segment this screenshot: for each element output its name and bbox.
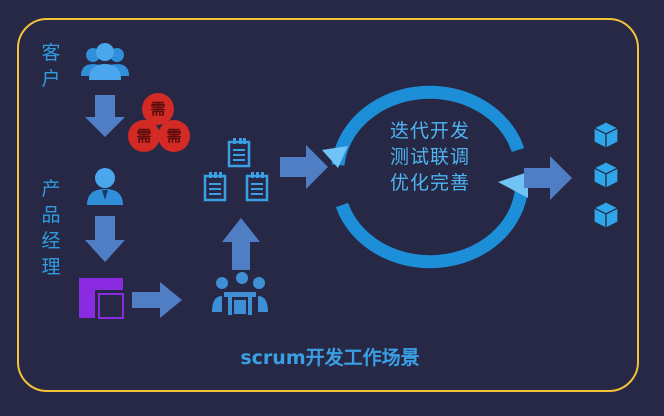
product-increment-icon	[592, 121, 620, 229]
iteration-cycle-icon	[322, 85, 529, 269]
diagram-frame	[17, 18, 639, 392]
arrow-cycle-to-output	[524, 156, 572, 200]
demand-bubble: 需	[128, 120, 160, 152]
demand-bubble: 需	[158, 120, 190, 152]
arrow-backlog-to-team	[132, 282, 182, 318]
arrow-customer-to-pm	[85, 95, 125, 137]
diagram-title: scrum开发工作场景	[240, 347, 420, 369]
demand-bubble: 需	[142, 93, 174, 125]
customer-label: 客户	[41, 42, 61, 90]
arrow-pm-to-backlog	[85, 216, 125, 262]
product-manager-icon	[87, 168, 123, 205]
arrow-team-to-sprint	[222, 218, 260, 270]
cycle-line-2: 测试联调	[389, 146, 470, 168]
product-backlog-icon	[79, 278, 124, 319]
customer-group-icon	[81, 43, 129, 80]
product-manager-label: 产品经理	[41, 178, 61, 278]
arrow-sprint-to-cycle	[280, 145, 328, 189]
team-meeting-icon	[212, 272, 268, 315]
cycle-line-3: 优化完善	[389, 172, 470, 194]
cycle-line-1: 迭代开发	[389, 120, 470, 142]
cycle-text: 迭代开发 测试联调 优化完善	[370, 118, 490, 196]
